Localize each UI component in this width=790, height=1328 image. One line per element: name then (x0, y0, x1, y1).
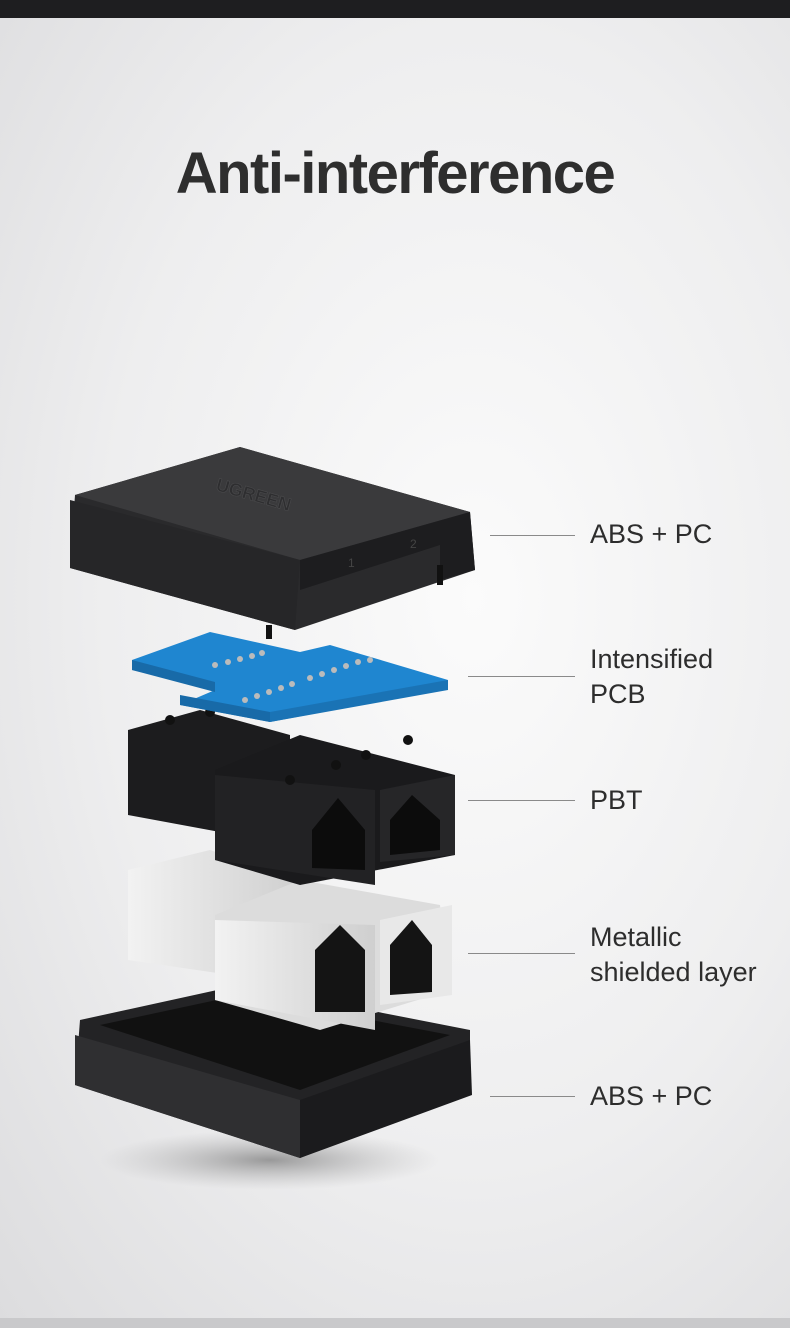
label-text: Intensified (590, 644, 714, 674)
bottom-bar (0, 1318, 790, 1328)
callout-line-top-cover (490, 535, 575, 536)
label-text: ABS + PC (590, 519, 713, 549)
page-title: Anti-interference (175, 141, 616, 206)
label-bottom-case: ABS + PC (590, 1079, 712, 1114)
pcb-board (132, 632, 448, 722)
label-shield: Metallic shielded layer (590, 920, 757, 990)
top-cover: UGREEN 1 2 (70, 447, 475, 639)
label-text: shielded layer (590, 957, 757, 987)
top-bar (0, 0, 790, 18)
port-number-1: 1 (348, 556, 355, 570)
callout-line-shield (468, 953, 575, 954)
metallic-shield (128, 850, 452, 1030)
callout-line-pcb (468, 676, 575, 677)
callout-line-bottom-case (490, 1096, 575, 1097)
label-text: ABS + PC (590, 1081, 713, 1111)
callout-line-pbt (468, 800, 575, 801)
port-number-2: 2 (410, 537, 417, 551)
label-top-cover: ABS + PC (590, 517, 712, 552)
label-text: Metallic (590, 922, 682, 952)
pbt-jacks (128, 707, 455, 885)
shadow (100, 1130, 440, 1190)
label-text: PBT (590, 785, 643, 815)
label-pbt: PBT (590, 783, 643, 818)
label-text: PCB (590, 679, 646, 709)
